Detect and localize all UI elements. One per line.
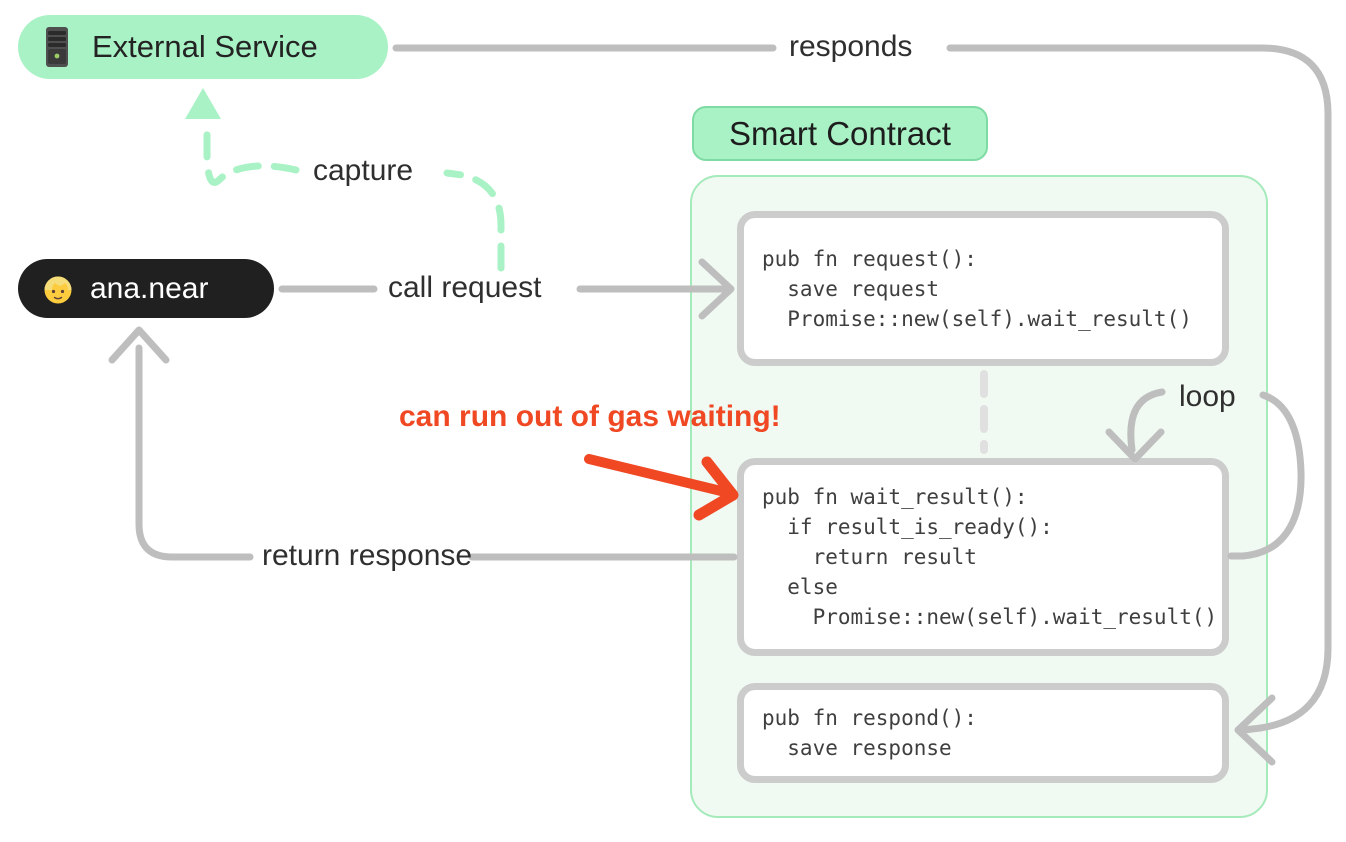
external-service-label: External Service <box>92 29 318 64</box>
loop-label: loop <box>1179 380 1236 413</box>
external-service-node: External Service <box>18 15 388 79</box>
smart-contract-label: Smart Contract <box>729 114 951 152</box>
user-node: ana.near <box>18 259 274 318</box>
person-icon <box>44 276 72 303</box>
capture-arrowhead <box>185 88 221 119</box>
capture-dashed-left <box>203 130 300 186</box>
code-box-respond: pub fn respond(): save response <box>737 683 1229 783</box>
responds-label: responds <box>789 30 913 63</box>
capture-dashed-right <box>443 169 505 272</box>
return-response-line-left <box>135 344 254 561</box>
code-request: pub fn request(): save request Promise::… <box>762 246 1192 331</box>
capture-label: capture <box>313 154 414 187</box>
return-response-arrowhead <box>108 326 170 364</box>
gas-warning-label: can run out of gas waiting! <box>399 400 781 433</box>
code-wait-result: pub fn wait_result(): if result_is_ready… <box>762 485 1218 629</box>
server-icon <box>46 27 68 67</box>
code-box-request: pub fn request(): save request Promise::… <box>737 211 1229 366</box>
call-request-label: call request <box>388 271 542 304</box>
code-box-wait-result: pub fn wait_result(): if result_is_ready… <box>737 458 1229 656</box>
return-response-label: return response <box>262 539 473 572</box>
smart-contract-badge: Smart Contract <box>692 106 988 161</box>
user-label: ana.near <box>90 271 209 305</box>
code-respond: pub fn respond(): save response <box>762 706 977 760</box>
